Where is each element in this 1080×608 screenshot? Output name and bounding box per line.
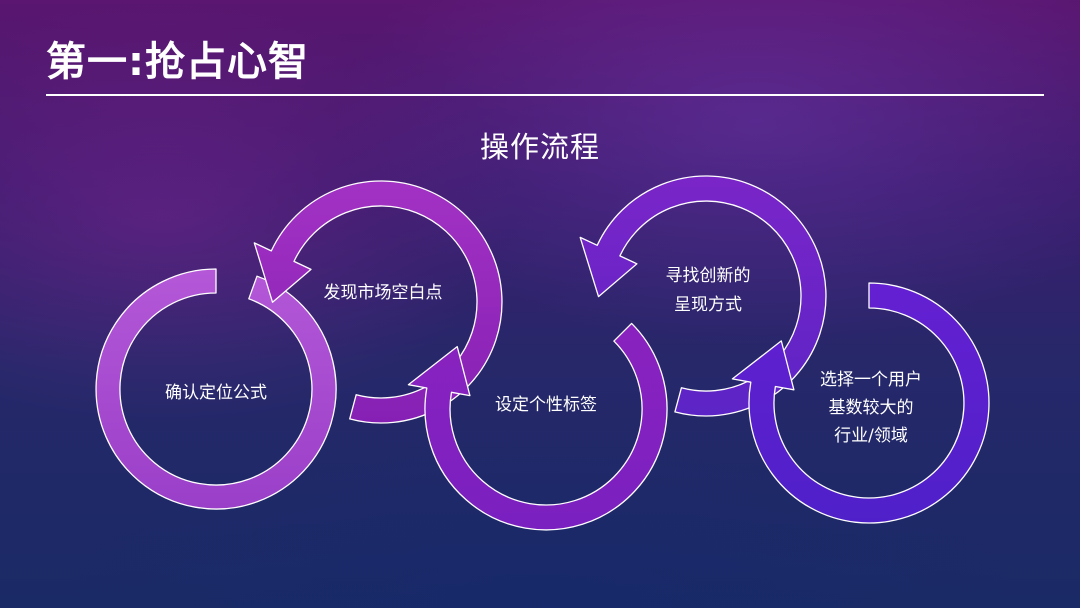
step-label-5: 选择一个用户 基数较大的 行业/领域 [820,370,922,446]
step-label-3: 设定个性标签 [495,395,597,415]
step-5-line-3: 行业/领域 [834,426,908,446]
diagram-subtitle: 操作流程 [479,130,600,164]
title-divider [46,94,1044,96]
ring-3-arrow [407,322,668,531]
step-label-2: 发现市场空白点 [324,283,443,303]
step-3-line-1: 设定个性标签 [495,395,597,415]
ring-2-arrow [253,180,503,424]
step-4-line-1: 寻找创新的 [666,266,751,286]
step-1-line-1: 确认定位公式 [165,383,267,403]
step-2-line-1: 发现市场空白点 [324,283,443,303]
ring-5-arrow [731,282,990,524]
page-title: 第一:抢占心智 [46,39,309,85]
step-label-4: 寻找创新的 呈现方式 [666,266,751,315]
step-5-line-1: 选择一个用户 [820,370,922,390]
ring-4-arrow [579,175,827,417]
step-4-line-2: 呈现方式 [674,295,742,315]
ring-group [95,175,990,531]
step-5-line-2: 基数较大的 [829,398,914,418]
step-label-1: 确认定位公式 [165,383,267,403]
